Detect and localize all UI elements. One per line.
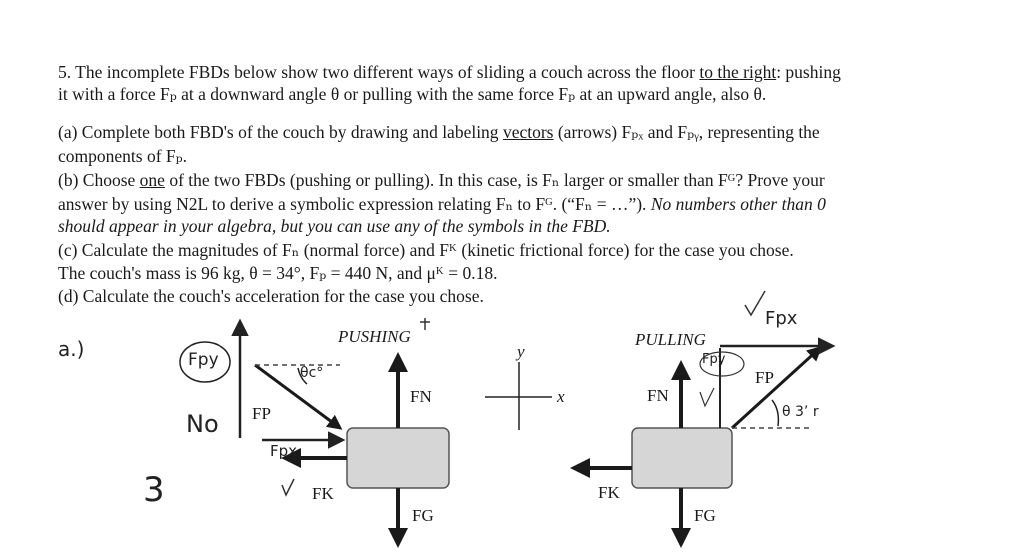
- fg-label-pulling: FG: [694, 506, 716, 525]
- handwritten-theta-left: θc°: [300, 365, 324, 381]
- question-line-1-text: 5. The incomplete FBDs below show two di…: [58, 62, 696, 82]
- pulling-title: PULLING: [635, 330, 706, 349]
- part-a-line-2: components of Fₚ.: [58, 146, 188, 166]
- pulling-fbd: [570, 290, 836, 548]
- coordinate-axes: [485, 362, 552, 430]
- fp-arrow-pushing: [254, 363, 343, 430]
- theta-arc-pushing: [297, 367, 308, 385]
- one-text: one: [139, 170, 165, 190]
- part-c-line-2: The couch's mass is 96 kg, θ = 34°, Fₚ =…: [58, 263, 498, 283]
- part-d-line-1: (d) Calculate the couch's acceleration f…: [58, 286, 484, 306]
- part-b-line-2-text: answer by using N2L to derive a symbolic…: [58, 194, 647, 214]
- fp-label-pulling: FP: [755, 368, 774, 387]
- part-b-text-post: of the two FBDs (pushing or pulling). In…: [169, 170, 825, 190]
- part-c-line-1: (c) Calculate the magnitudes of Fₙ (norm…: [58, 240, 794, 260]
- pushing-fbd: [231, 318, 450, 548]
- handwritten-fpx-right: Fpx: [765, 308, 798, 329]
- handwritten-score: 3: [143, 470, 165, 510]
- vectors-text: vectors: [502, 122, 554, 142]
- handwritten-fpx-left: Fpx: [270, 442, 298, 460]
- part-b-text: (b) Choose: [58, 170, 136, 190]
- part-a-text-post: (arrows) Fₚₓ and Fₚᵧ, representing the: [557, 122, 820, 142]
- handwritten-fpy-right: Fpy: [702, 352, 726, 367]
- check-mark-small: [699, 387, 715, 408]
- fp-label-pushing: FP: [252, 404, 271, 423]
- fn-label-pushing: FN: [410, 387, 432, 406]
- fpy-circle-left: [179, 341, 231, 383]
- fn-label-pulling: FN: [647, 386, 669, 405]
- fk-label-pushing: FK: [312, 484, 334, 503]
- question-line-2: it with a force Fₚ at a downward angle θ…: [58, 84, 767, 104]
- handwritten-part-label: a.): [58, 337, 85, 361]
- part-a-text: (a) Complete both FBD's of the couch by …: [58, 122, 499, 142]
- to-the-right-text: to the right: [699, 62, 777, 82]
- axis-y-label: y: [517, 342, 525, 361]
- check-mark-right: [744, 290, 766, 317]
- part-b-line-1: (b) Choose one of the two FBDs (pushing …: [58, 170, 825, 190]
- handwritten-fpy-circled: Fpy: [188, 350, 219, 370]
- handwritten-no: No: [186, 410, 219, 438]
- check-mark-left: [281, 478, 295, 497]
- theta-arc-pulling: [771, 399, 780, 427]
- question-line-1: 5. The incomplete FBDs below show two di…: [58, 62, 841, 82]
- part-b-line-3: should appear in your algebra, but you c…: [58, 216, 611, 236]
- fk-label-pulling: FK: [598, 483, 620, 502]
- part-b-line-2: answer by using N2L to derive a symbolic…: [58, 194, 826, 214]
- axis-x-label: x: [557, 387, 565, 406]
- fg-label-pushing: FG: [412, 506, 434, 525]
- handwritten-theta-right: θ 3’ r: [782, 404, 819, 420]
- fpy-circle-right: [699, 351, 745, 377]
- part-a-line-1: (a) Complete both FBD's of the couch by …: [58, 122, 820, 142]
- question-line-1-tail: : pushing: [776, 62, 841, 82]
- couch-box-pulling: [631, 427, 733, 489]
- fp-arrow-pulling: [730, 345, 823, 430]
- couch-box-pushing: [346, 427, 450, 489]
- part-b-line-2-italic: No numbers other than 0: [650, 194, 826, 214]
- pushing-title: PUSHING: [338, 327, 411, 346]
